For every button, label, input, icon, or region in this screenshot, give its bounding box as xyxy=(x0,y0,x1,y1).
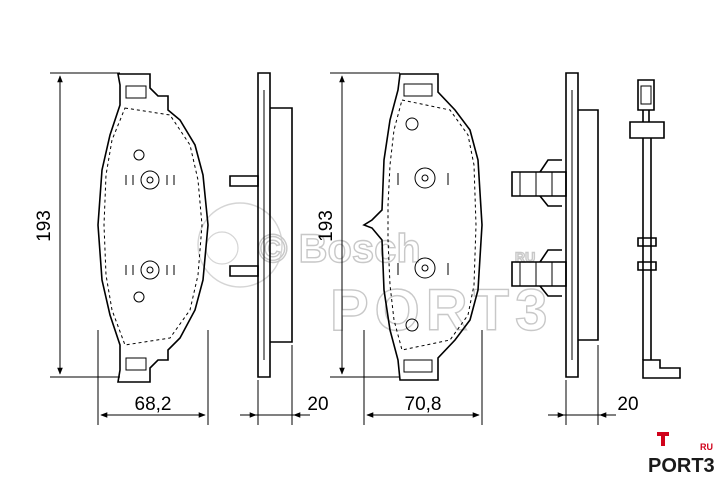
left-friction-outline xyxy=(103,107,203,346)
watermark-ring xyxy=(197,202,283,288)
watermark-ring-inner xyxy=(205,231,239,265)
sensor-connector xyxy=(637,79,655,111)
logo-text: PORT3 xyxy=(648,455,715,477)
sensor-connector-inner xyxy=(640,85,652,105)
left-lower-hole xyxy=(133,291,145,303)
left-upper-pin-center xyxy=(146,176,154,184)
left-height-extension xyxy=(50,72,120,378)
right-height-extension xyxy=(330,72,400,378)
right-lower-clip-body xyxy=(511,261,567,287)
sensor-cable xyxy=(642,138,652,360)
right-lower-clip-ribs xyxy=(519,262,553,286)
right-bottom-tab xyxy=(403,359,433,373)
port3-logo: RU PORT3 xyxy=(648,432,715,477)
right-side-friction xyxy=(578,109,599,341)
right-height-label: 193 xyxy=(316,210,337,242)
left-upper-hole xyxy=(133,149,145,161)
sensor-neck xyxy=(642,110,650,122)
right-pad-front-view xyxy=(362,73,483,381)
left-lower-slots xyxy=(125,265,175,275)
watermark: © Bosch RU PORT3 xyxy=(197,202,553,344)
right-upper-hole xyxy=(405,117,419,131)
left-thickness-extension xyxy=(257,345,293,425)
right-lower-pin xyxy=(414,257,436,279)
logo-superscript: RU xyxy=(700,442,713,452)
sensor-clip-upper xyxy=(637,237,657,247)
sensor-grommet xyxy=(629,121,665,139)
left-side-friction xyxy=(270,107,293,343)
right-thickness-extension xyxy=(565,345,599,425)
right-upper-pin-center xyxy=(421,174,429,182)
left-lower-pin xyxy=(140,260,160,280)
right-lower-slots xyxy=(397,263,449,275)
right-lower-pin-center xyxy=(421,264,429,272)
right-upper-slots xyxy=(397,173,449,185)
right-width-label: 70,8 xyxy=(405,394,442,415)
left-width-extension xyxy=(97,330,209,425)
right-width-extension xyxy=(363,330,483,425)
right-backing-plate xyxy=(362,73,483,381)
left-side-upper-clip xyxy=(229,175,259,187)
left-thickness-label: 20 xyxy=(307,394,328,415)
right-pad-side-view xyxy=(511,72,599,378)
left-lower-pin-center xyxy=(146,266,154,274)
right-lower-clip-spring xyxy=(539,249,562,297)
right-upper-clip-ribs xyxy=(519,172,553,196)
left-pad-front-view xyxy=(97,73,209,383)
watermark-brand: © Bosch xyxy=(258,227,421,271)
right-upper-pin xyxy=(414,167,436,189)
dimension-lines xyxy=(50,72,616,425)
right-lower-hole xyxy=(405,318,419,332)
left-upper-slots xyxy=(125,175,175,185)
sensor-tip xyxy=(642,359,681,379)
left-bottom-tab xyxy=(125,357,147,371)
dimension-labels: 193 68,2 20 193 70,8 20 xyxy=(34,210,639,415)
watermark-site: PORT3 xyxy=(330,278,553,343)
left-width-label: 68,2 xyxy=(135,394,172,415)
piston-icon xyxy=(657,432,669,446)
left-upper-pin xyxy=(140,170,160,190)
right-upper-clip-body xyxy=(511,171,567,197)
left-side-lower-clip xyxy=(229,265,259,277)
left-pad-side-view xyxy=(229,72,293,378)
left-height-label: 193 xyxy=(34,210,55,242)
left-top-tab xyxy=(125,85,147,99)
right-upper-clip-spring xyxy=(539,159,562,207)
right-thickness-label: 20 xyxy=(617,394,638,415)
wear-sensor xyxy=(629,79,681,379)
right-top-tab xyxy=(403,83,433,97)
sensor-clip-lower xyxy=(637,261,657,271)
left-backing-plate xyxy=(97,73,209,383)
